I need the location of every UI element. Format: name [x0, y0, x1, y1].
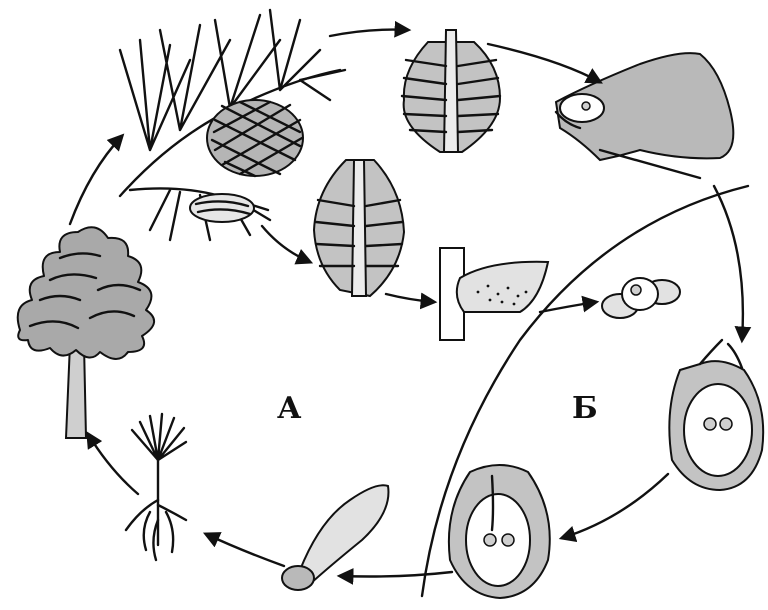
phase-label-a: А [277, 391, 302, 426]
male-cone-section [314, 160, 404, 296]
arrow-seedling-to-tree [88, 434, 138, 494]
arrow-branch-to-female-cone [330, 30, 408, 36]
winged-seed [282, 485, 388, 590]
arrow-seed-to-seedling [206, 534, 284, 566]
arrow-branch-to-male-cone [262, 226, 310, 262]
pollen-grain [602, 278, 680, 318]
phase-label-b: Б [572, 391, 598, 426]
arrow-tree-to-branch [70, 136, 122, 224]
arrow-eggs-to-fertilization [562, 474, 668, 538]
adult-pine-tree [18, 227, 154, 438]
pine-branch-with-cones [120, 10, 345, 240]
ovule-scale [556, 53, 733, 178]
arrow-fertilization-to-seed [340, 572, 452, 577]
arrow-male-cone-to-sporangium [386, 294, 434, 302]
ovule-with-eggs [669, 340, 763, 490]
arrow-ovule-to-eggs [714, 186, 743, 340]
fertilized-ovule [449, 465, 550, 598]
arrow-female-cone-to-ovule [488, 44, 600, 82]
seedling [126, 414, 186, 560]
female-cone-section [402, 30, 500, 152]
